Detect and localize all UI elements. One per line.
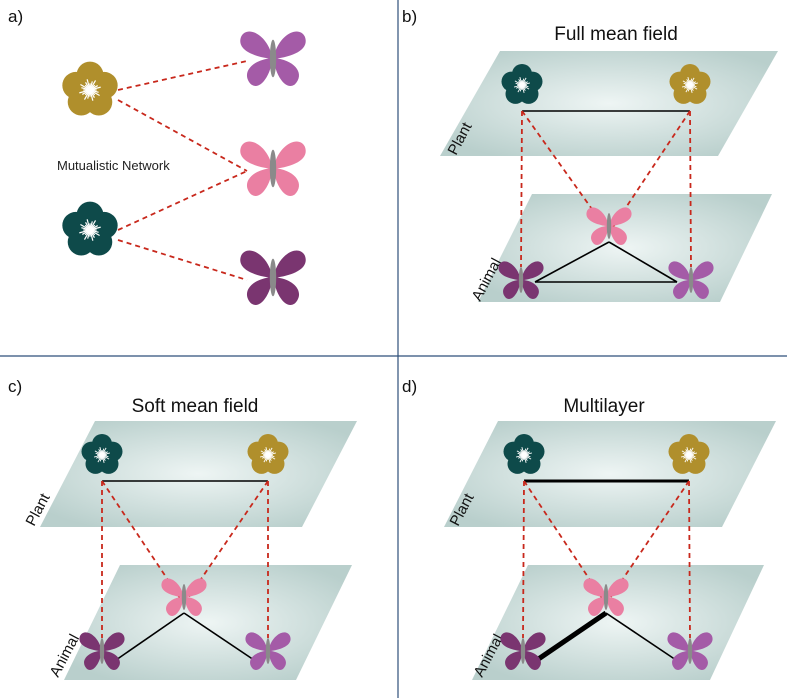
butterfly-purple-icon	[668, 261, 714, 299]
animal-link	[605, 612, 677, 661]
animal-link	[535, 610, 608, 663]
animal-link	[608, 241, 678, 283]
panel-d-label: d)	[402, 377, 417, 396]
butterfly-purple-icon	[240, 31, 306, 86]
butterfly-dark-icon	[500, 632, 546, 670]
interlayer-link	[522, 480, 525, 639]
interlayer-link	[183, 480, 269, 605]
panel-c-label: c)	[8, 377, 22, 396]
animal-link	[534, 241, 610, 283]
flower-teal-icon	[62, 201, 118, 256]
flower-gold-icon	[247, 434, 289, 474]
butterfly-pink-icon	[161, 578, 207, 616]
plant-layer	[444, 421, 776, 527]
panel-a-label: a)	[8, 7, 23, 26]
flower-gold-icon	[62, 61, 118, 116]
interlayer-link	[608, 110, 691, 234]
interlayer-link	[101, 480, 185, 605]
network-link	[117, 170, 248, 231]
interlayer-link	[688, 480, 691, 639]
panel-b-title: Full mean field	[554, 24, 678, 45]
panel-d-title: Multilayer	[563, 396, 645, 417]
animal-layer	[64, 565, 352, 680]
network-links	[117, 60, 248, 281]
interlayer-link	[520, 110, 523, 268]
butterfly-purple-icon	[245, 632, 291, 670]
flower-teal-icon	[503, 434, 545, 474]
network-link	[117, 239, 248, 281]
butterfly-pink-icon	[586, 207, 632, 245]
butterfly-pink-icon	[240, 141, 306, 196]
panel-c-title: Soft mean field	[132, 396, 259, 417]
animal-link	[183, 612, 255, 661]
interlayer-link	[521, 110, 610, 234]
interlayer-link	[523, 480, 607, 605]
animal-link	[115, 612, 185, 661]
interlayer-link	[689, 110, 692, 268]
butterfly-purple-icon	[667, 632, 713, 670]
flower-gold-icon	[668, 434, 710, 474]
panel-a: a) Mutualistic Network	[8, 7, 306, 305]
butterfly-pink-icon	[583, 578, 629, 616]
network-nodes	[62, 31, 306, 305]
interlayer-link	[605, 480, 690, 605]
flower-gold-icon	[669, 64, 711, 104]
network-link	[117, 99, 248, 172]
butterfly-dark-icon	[240, 250, 306, 305]
network-label: Mutualistic Network	[57, 158, 170, 173]
plant-layer	[40, 421, 357, 527]
flower-teal-icon	[81, 434, 123, 474]
flower-teal-icon	[501, 64, 543, 104]
network-link	[117, 60, 248, 91]
panel-b-label: b)	[402, 7, 417, 26]
butterfly-dark-icon	[498, 261, 544, 299]
butterfly-dark-icon	[79, 632, 125, 670]
plant-layer	[440, 51, 778, 156]
